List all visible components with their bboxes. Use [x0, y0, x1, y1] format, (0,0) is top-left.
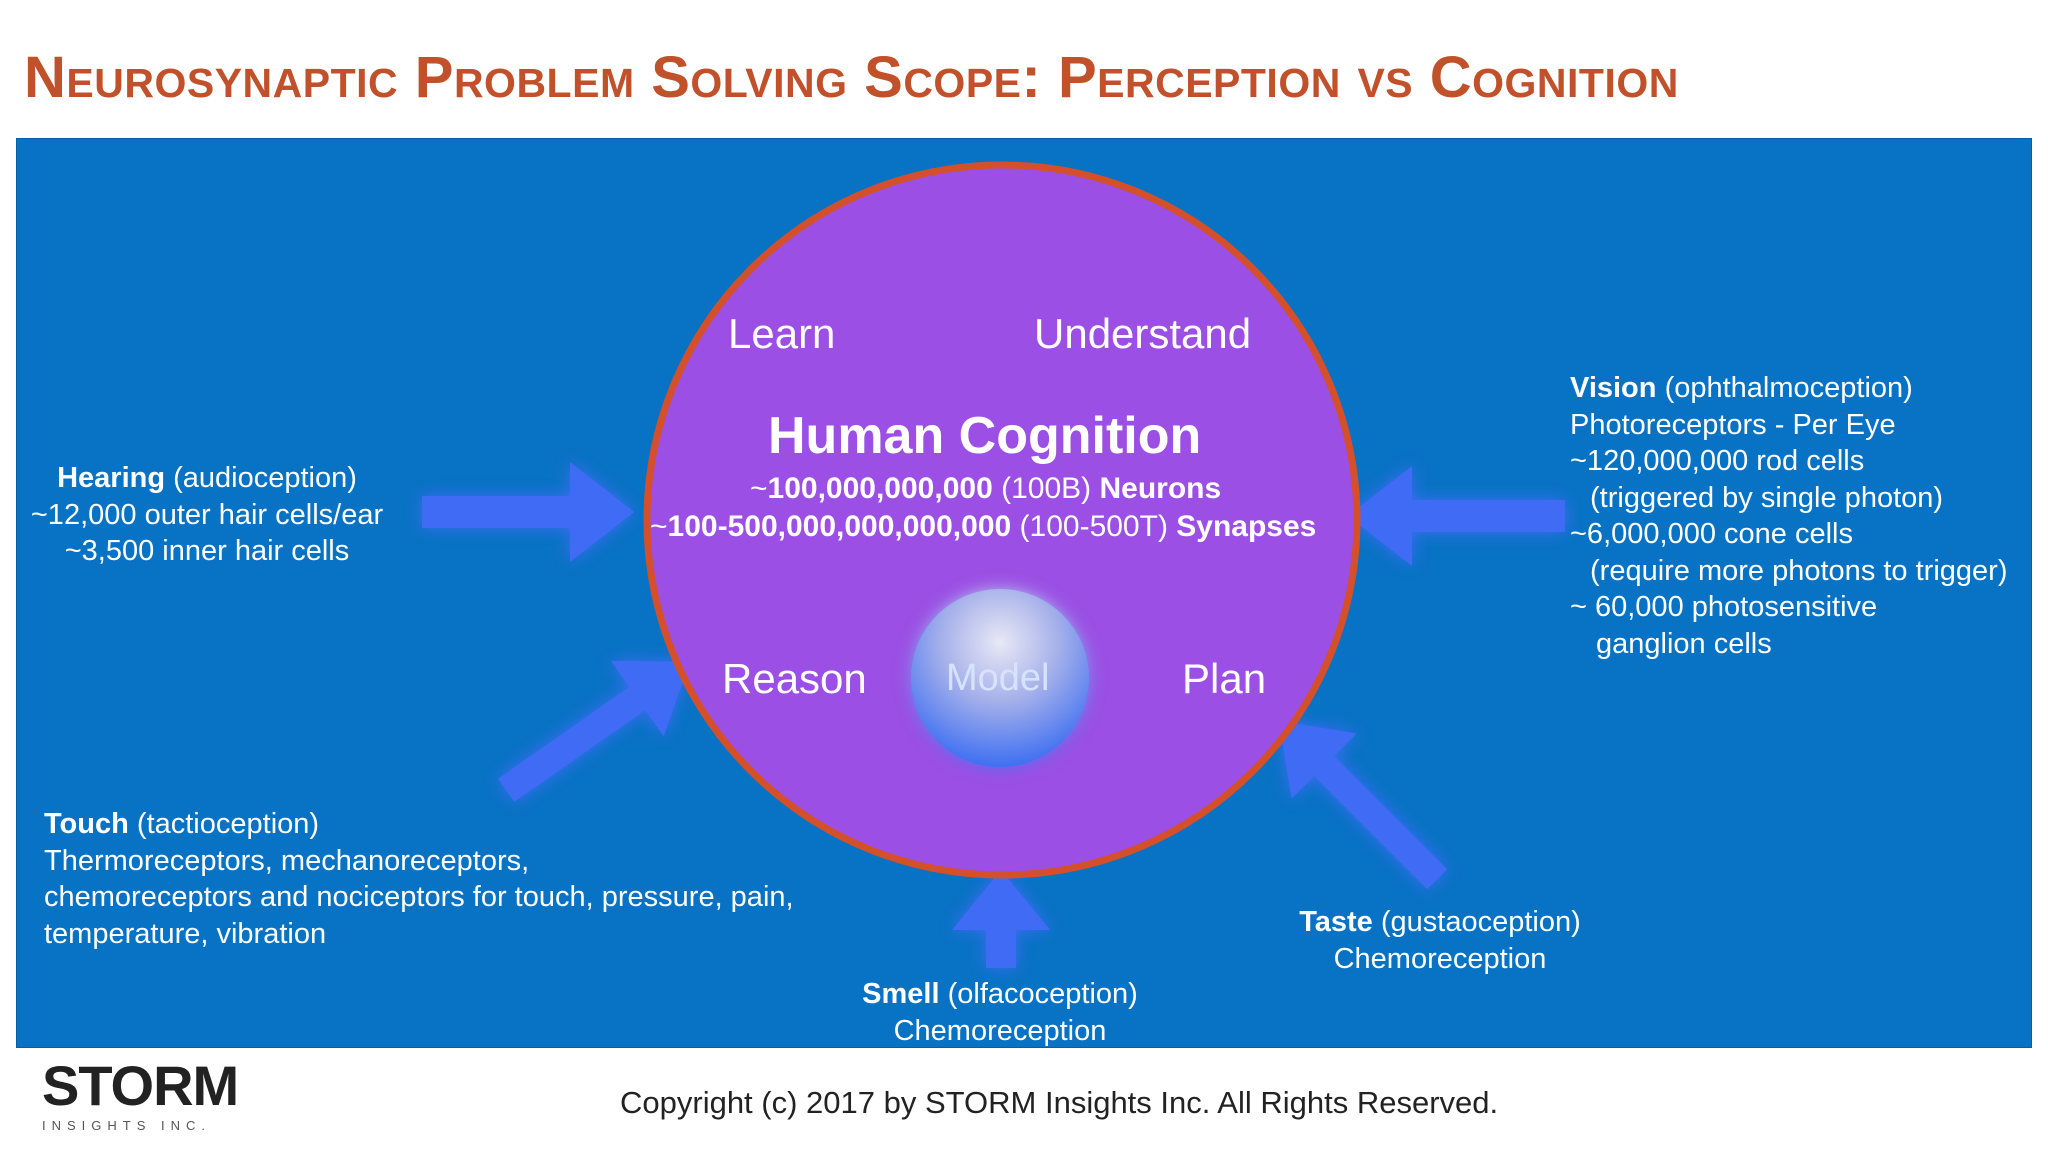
vision-name: Vision — [1570, 372, 1657, 404]
taste-block: Taste (gustaoception) Chemoreception — [1240, 904, 1640, 977]
hearing-name: Hearing — [57, 462, 166, 494]
touch-block: Touch (tactioception) Thermoreceptors, m… — [44, 806, 794, 952]
touch-name: Touch — [44, 808, 129, 840]
smell-name: Smell — [862, 978, 940, 1010]
synapses-abbrev: (100-500T) — [1019, 510, 1168, 543]
vision-term: (ophthalmoception) — [1664, 372, 1913, 404]
vision-heading: Vision (ophthalmoception) — [1570, 370, 2007, 407]
touch-line: Thermoreceptors, mechanoreceptors, — [44, 844, 530, 877]
model-label: Model — [946, 657, 1050, 699]
hearing-arrow — [422, 462, 634, 562]
logo-tagline: INSIGHTS INC. — [42, 1118, 212, 1133]
vision-line: ~6,000,000 cone cells — [1570, 518, 1853, 550]
copyright-footer: Copyright (c) 2017 by STORM Insights Inc… — [620, 1085, 1499, 1120]
smell-arrow — [952, 870, 1050, 968]
logo-wordmark: STORM — [42, 1054, 239, 1117]
touch-line: temperature, vibration — [44, 917, 327, 950]
taste-term: (gustaoception) — [1380, 906, 1581, 938]
neurons-value: 100,000,000,000 — [767, 472, 993, 505]
synapses-value: 100-500,000,000,000,000 — [667, 510, 1012, 543]
taste-name: Taste — [1299, 906, 1373, 938]
vision-line: ~120,000,000 rod cells — [1570, 445, 1865, 477]
touch-heading: Touch (tactioception) — [44, 806, 794, 843]
vision-line: (triggered by single photon) — [1590, 481, 1944, 514]
taste-line: Chemoreception — [1333, 942, 1547, 975]
learn-label: Learn — [728, 310, 836, 357]
touch-term: (tactioception) — [136, 808, 320, 840]
understand-label: Understand — [1034, 310, 1252, 357]
neurons-abbrev: (100B) — [1001, 472, 1092, 505]
neurons-line: ~100,000,000,000 (100B) Neurons — [750, 472, 1221, 506]
vision-line: ~ 60,000 photosensitive — [1570, 591, 1878, 623]
neurons-label: Neurons — [1099, 472, 1222, 505]
taste-arrow — [1278, 720, 1448, 890]
touch-arrow — [498, 660, 690, 802]
reason-label: Reason — [722, 655, 867, 702]
neurons-prefix: ~ — [750, 472, 768, 505]
touch-line: chemoreceptors and nociceptors for touch… — [44, 881, 794, 913]
hearing-heading: Hearing (audioception) — [22, 460, 392, 497]
synapses-line: ~100-500,000,000,000,000 (100-500T) Syna… — [650, 510, 1316, 544]
synapses-prefix: ~ — [650, 510, 668, 543]
model-sphere — [911, 589, 1089, 767]
plan-label: Plan — [1182, 655, 1267, 702]
cognition-title: Human Cognition — [768, 407, 1202, 465]
hearing-term: (audioception) — [173, 462, 357, 494]
vision-block: Vision (ophthalmoception) Photoreceptors… — [1570, 370, 2007, 662]
vision-line: ganglion cells — [1596, 627, 1772, 660]
vision-line: Photoreceptors - Per Eye — [1570, 408, 1896, 441]
page-title: Neurosynaptic Problem Solving Scope: Per… — [24, 45, 1679, 110]
cognition-circle — [643, 161, 1361, 879]
smell-block: Smell (olfacoception) Chemoreception — [800, 976, 1200, 1049]
hearing-block: Hearing (audioception) ~12,000 outer hai… — [22, 460, 392, 570]
smell-term: (olfacoception) — [947, 978, 1138, 1010]
storm-logo: STORM INSIGHTS INC. — [42, 1054, 239, 1134]
hearing-line: ~3,500 inner hair cells — [64, 535, 350, 567]
vision-line: (require more photons to trigger) — [1590, 554, 2008, 587]
hearing-line: ~12,000 outer hair cells/ear — [30, 498, 384, 531]
synapses-label: Synapses — [1176, 510, 1317, 543]
smell-line: Chemoreception — [893, 1014, 1107, 1047]
taste-heading: Taste (gustaoception) — [1240, 904, 1640, 941]
vision-arrow — [1348, 466, 1565, 566]
smell-heading: Smell (olfacoception) — [800, 976, 1200, 1013]
